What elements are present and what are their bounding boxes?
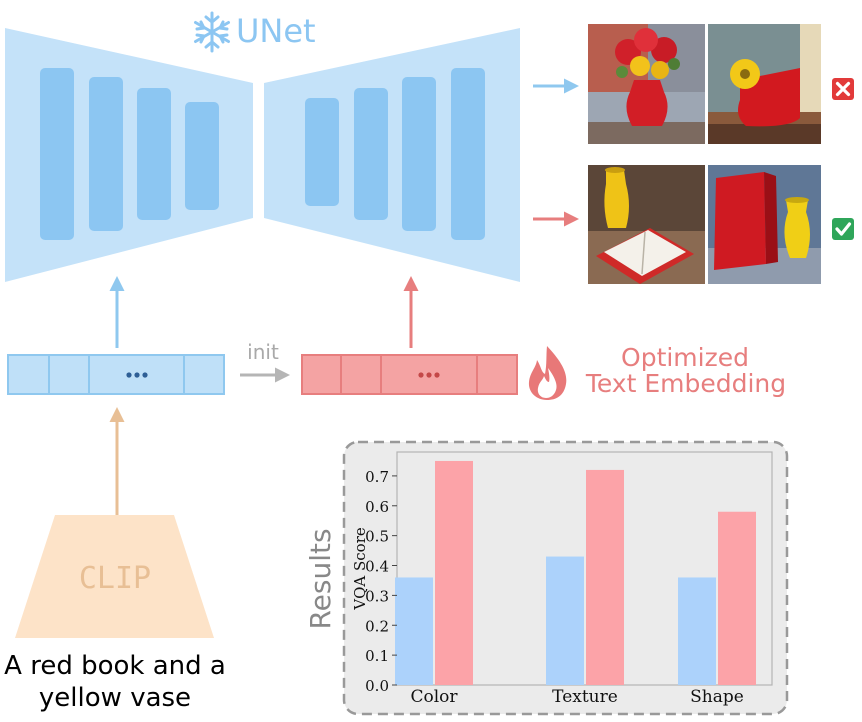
encoder-layer xyxy=(185,102,219,210)
unet-title: UNet xyxy=(236,12,316,50)
baseline-output-images xyxy=(588,24,854,144)
y-tick-label: 0.5 xyxy=(365,528,389,546)
y-tick-label: 0.3 xyxy=(365,587,389,605)
clip-text-embedding xyxy=(7,354,225,395)
unet-block: UNet xyxy=(5,11,520,282)
bar xyxy=(586,469,624,685)
cross-icon xyxy=(835,81,851,97)
generated-image-sunflower-red-vase xyxy=(708,24,821,144)
y-tick-label: 0.2 xyxy=(365,617,389,635)
check-icon xyxy=(835,222,852,236)
fire-icon xyxy=(528,346,567,400)
bar xyxy=(395,577,433,685)
prompt-line1: A red book and a xyxy=(4,651,226,681)
y-tick-label: 0.4 xyxy=(365,558,389,576)
optimized-label-line2: Text Embedding xyxy=(585,369,786,398)
ellipsis-dot xyxy=(434,372,440,378)
init-label: init xyxy=(247,340,279,364)
bar xyxy=(546,556,584,685)
optimized-label-line1: Optimized xyxy=(621,343,749,372)
snowflake-icon xyxy=(194,11,230,53)
x-tick-label: Color xyxy=(410,687,458,707)
y-tick-label: 0.1 xyxy=(365,647,389,665)
decoder-layer xyxy=(451,68,485,240)
clip-encoder xyxy=(15,515,214,638)
ellipsis-dot xyxy=(142,372,148,378)
generated-image-flowers-red-vase xyxy=(588,24,705,144)
generated-image-book-vase-table xyxy=(588,165,705,284)
bar xyxy=(678,577,716,685)
results-label: Results xyxy=(304,528,337,629)
ellipsis-dot xyxy=(418,372,424,378)
encoder-layer xyxy=(40,68,74,240)
optimized-output-images xyxy=(588,165,854,284)
encoder-layer xyxy=(137,88,171,220)
prompt-line2: yellow vase xyxy=(39,683,191,713)
y-axis-label: VQA Score xyxy=(351,527,369,611)
decoder-layer xyxy=(402,77,436,231)
encoder-layer xyxy=(89,77,123,231)
decoder-layer xyxy=(354,88,388,220)
ellipsis-dot xyxy=(426,372,432,378)
bar xyxy=(718,511,756,685)
ellipsis-dot xyxy=(126,372,132,378)
ellipsis-dot xyxy=(134,372,140,378)
status-check-badge xyxy=(832,218,854,240)
x-tick-label: Shape xyxy=(690,687,744,707)
decoder-layer xyxy=(305,98,339,206)
generated-image-book-vase-wall xyxy=(708,165,821,284)
clip-label: CLIP xyxy=(79,561,151,596)
bar xyxy=(435,460,473,685)
y-tick-label: 0.6 xyxy=(365,498,389,516)
y-tick-label: 0.0 xyxy=(365,677,389,695)
optimized-text-embedding xyxy=(301,354,518,395)
y-tick-label: 0.7 xyxy=(365,468,389,486)
x-tick-label: Texture xyxy=(552,687,618,707)
